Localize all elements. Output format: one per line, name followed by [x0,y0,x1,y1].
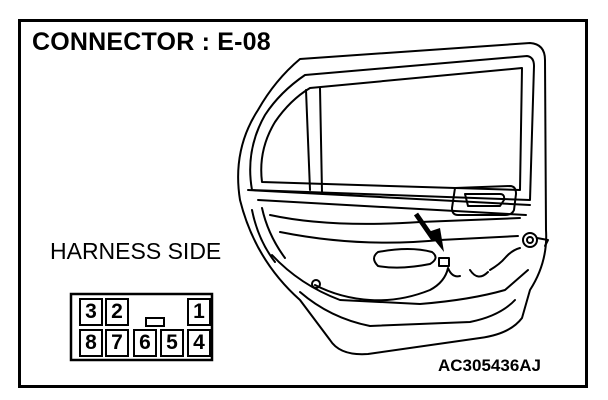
wire-harness [314,247,521,302]
pull-pocket [373,248,437,269]
pin-8: 8 [79,329,103,357]
window-sash [305,87,323,193]
harness-side-label: HARNESS SIDE [50,238,222,264]
diagram-frame [18,19,588,388]
door-connector [438,257,450,267]
connector-title: CONNECTOR : E-08 [32,28,271,56]
inner-handle [464,193,506,207]
armrest [269,214,521,244]
grommet [522,232,538,248]
window-glass [260,67,523,191]
pin-7: 7 [105,329,129,357]
window-frame [249,55,535,201]
inner-handle-housing [451,185,517,216]
pin-5: 5 [160,329,184,357]
belt-line [247,189,531,216]
pin-1: 1 [187,298,211,326]
reference-code: AC305436AJ [438,356,542,375]
clip [311,279,321,289]
pin-6: 6 [133,329,157,357]
lower-trim [271,254,529,305]
location-arrow [413,212,444,252]
hinge-edge [251,207,286,263]
pin-2: 2 [105,298,129,326]
door-outline [237,42,548,356]
pin-3: 3 [79,298,103,326]
door-pocket [299,291,516,327]
pin-4: 4 [187,329,211,357]
